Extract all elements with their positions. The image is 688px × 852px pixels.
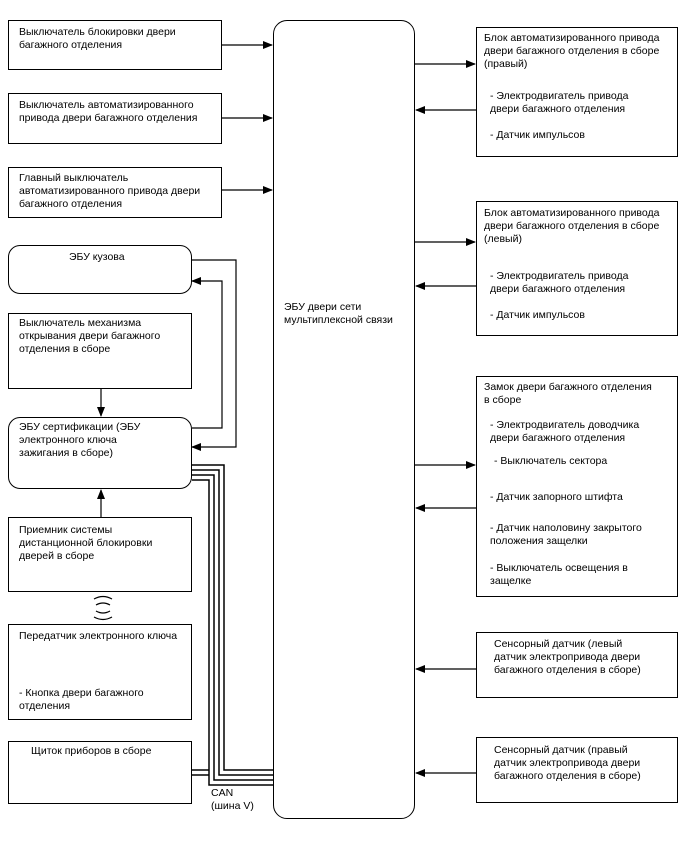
drive-left-title: Блок автоматизированного привода двери б… <box>484 207 660 245</box>
transmitter-box: Передатчик электронного ключа - Кнопка д… <box>8 624 192 720</box>
lock-switch-box: Выключатель блокировки двери багажного о… <box>8 20 222 70</box>
drive-left-items: - Электродвигатель привода двери багажно… <box>490 270 629 321</box>
main-switch-label: Главный выключатель автоматизированного … <box>19 172 201 210</box>
power-switch-box: Выключатель автоматизированного привода … <box>8 93 222 144</box>
opener-switch-label: Выключатель механизма открывания двери б… <box>19 317 161 355</box>
multiplex-door-ecu-box: ЭБУ двери сети мультиплексной связи <box>273 20 415 819</box>
latch-item-closer-motor: - Электродвигатель доводчика двери багаж… <box>490 419 640 444</box>
body-ecu-label: ЭБУ кузова <box>69 251 125 263</box>
latch-assembly-title: Замок двери багажного отделения в сборе <box>484 381 652 406</box>
meter-box: Щиток приборов в сборе <box>8 741 192 804</box>
lock-switch-label: Выключатель блокировки двери багажного о… <box>19 26 176 51</box>
touch-sensor-left-label: Сенсорный датчик (левый датчик электропр… <box>494 638 641 676</box>
line-body-to-cert <box>191 259 237 451</box>
drive-right-title: Блок автоматизированного привода двери б… <box>484 32 660 70</box>
wireless-signal-icon <box>93 595 113 621</box>
meter-label: Щиток приборов в сборе <box>31 745 152 757</box>
power-switch-label: Выключатель автоматизированного привода … <box>19 99 198 124</box>
drive-right-box: Блок автоматизированного привода двери б… <box>476 27 678 157</box>
can-bus-lines <box>192 464 273 786</box>
touch-sensor-right-label: Сенсорный датчик (правый датчик электроп… <box>494 744 641 782</box>
latch-item-courtesy-switch: - Выключатель освещения в защелке <box>490 562 628 587</box>
receiver-box: Приемник системы дистанционной блокировк… <box>8 517 192 592</box>
transmitter-title: Передатчик электронного ключа <box>19 630 178 642</box>
can-bus-label: CAN (шина V) <box>211 787 254 812</box>
drive-left-box: Блок автоматизированного привода двери б… <box>476 201 678 336</box>
cert-ecu-label: ЭБУ сертификации (ЭБУ электронного ключа… <box>19 421 141 459</box>
transmitter-item: - Кнопка двери багажного отделения <box>19 687 144 712</box>
cert-ecu-box: ЭБУ сертификации (ЭБУ электронного ключа… <box>8 417 192 489</box>
multiplex-door-ecu-label: ЭБУ двери сети мультиплексной связи <box>284 301 393 326</box>
body-ecu-box: ЭБУ кузова <box>8 245 192 294</box>
latch-item-sector-switch: - Выключатель сектора <box>494 455 608 467</box>
latch-item-striker-sensor: - Датчик запорного штифта <box>490 491 623 503</box>
latch-assembly-box: Замок двери багажного отделения в сборе … <box>476 376 678 597</box>
latch-item-half-latch-sensor: - Датчик наполовину закрытого положения … <box>490 522 642 547</box>
line-cert-to-body <box>191 277 223 429</box>
main-switch-box: Главный выключатель автоматизированного … <box>8 167 222 218</box>
drive-right-items: - Электродвигатель привода двери багажно… <box>490 90 629 141</box>
touch-sensor-right-box: Сенсорный датчик (правый датчик электроп… <box>476 737 678 803</box>
receiver-label: Приемник системы дистанционной блокировк… <box>19 524 153 562</box>
opener-switch-box: Выключатель механизма открывания двери б… <box>8 313 192 389</box>
touch-sensor-left-box: Сенсорный датчик (левый датчик электропр… <box>476 632 678 698</box>
